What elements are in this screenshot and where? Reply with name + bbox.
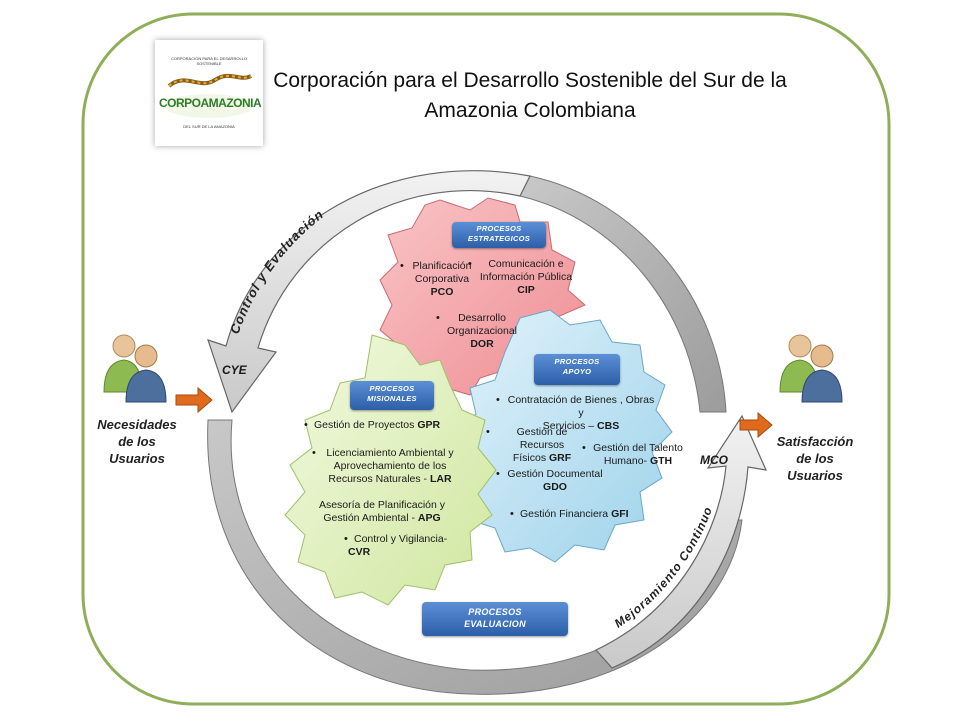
control-evaluacion-arrow bbox=[207, 170, 531, 414]
process-cvr: Control y Vigilancia-CVR bbox=[344, 533, 454, 559]
users-icon-left bbox=[103, 334, 167, 403]
page-title: Corporación para el Desarrollo Sostenibl… bbox=[273, 69, 787, 122]
logo-arc-top: CORPORACION PARA EL DESARROLLO SOSTENIBL… bbox=[170, 56, 248, 66]
cye-code: CYE bbox=[222, 363, 247, 377]
cycle-arc-dark bbox=[207, 419, 743, 695]
mco-code: MCO bbox=[700, 453, 728, 467]
corpoamazonia-logo: CORPOAMAZONIA CORPORACION PARA EL DESARR… bbox=[155, 40, 263, 146]
process-lar: Licenciamiento Ambiental yAprovechamient… bbox=[312, 447, 458, 486]
process-gpr: Gestión de Proyectos GPR bbox=[304, 419, 444, 432]
output-arrow bbox=[739, 411, 773, 439]
logo-text: CORPOAMAZONIA bbox=[159, 96, 262, 110]
users-icon-right bbox=[779, 334, 843, 403]
process-gfi: Gestión Financiera GFI bbox=[510, 508, 644, 521]
outer-frame bbox=[81, 12, 891, 706]
mejoramiento-continuo-arrow bbox=[595, 414, 768, 669]
logo-arc-bottom: DEL SUR DE LA AMAZONIA bbox=[183, 124, 235, 129]
input-arrow bbox=[175, 386, 213, 414]
